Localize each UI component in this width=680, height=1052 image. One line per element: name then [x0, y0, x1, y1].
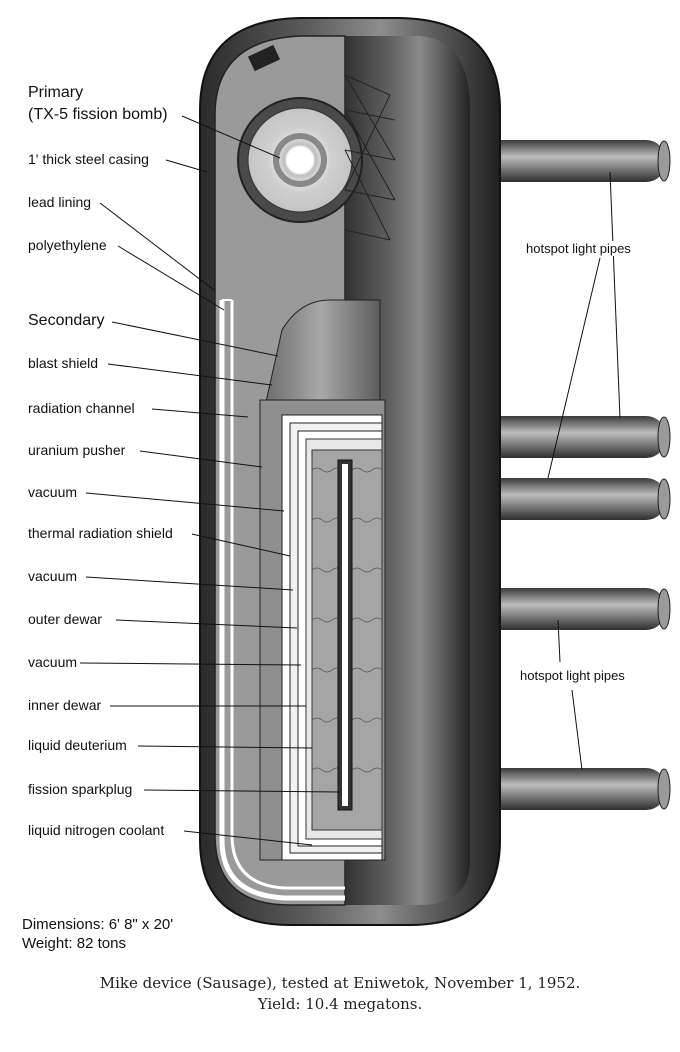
label-vacuum-2: vacuum	[28, 568, 78, 584]
label-primary: Primary	[28, 84, 84, 101]
label-inner-dewar: inner dewar	[28, 697, 102, 713]
label-radiation-channel: radiation channel	[28, 400, 135, 416]
label-thermal-radiation-shield: thermal radiation shield	[28, 525, 173, 541]
label-steel-casing: 1' thick steel casing	[28, 151, 149, 167]
light-pipe-5	[480, 768, 666, 810]
light-pipes	[480, 140, 671, 810]
label-outer-dewar: outer dewar	[28, 611, 102, 627]
secondary	[259, 299, 386, 861]
label-liquid-deuterium: liquid deuterium	[28, 737, 127, 753]
label-liquid-nitrogen-coolant: liquid nitrogen coolant	[28, 822, 165, 838]
leader-lines	[79, 115, 621, 846]
label-secondary: Secondary	[28, 312, 105, 329]
label-primary-sub: (TX-5 fission bomb)	[28, 106, 168, 123]
label-hotspot-pipes-upper: hotspot light pipes	[524, 241, 633, 256]
label-hotspot-pipes-lower: hotspot light pipes	[518, 668, 627, 683]
label-fission-sparkplug: fission sparkplug	[28, 781, 133, 797]
label-vacuum-3: vacuum	[28, 654, 78, 670]
label-blast-shield: blast shield	[28, 355, 99, 371]
caption-line-2: Yield: 10.4 megatons.	[257, 995, 423, 1013]
dimensions-text: Dimensions: 6' 8" x 20'	[22, 916, 174, 933]
label-lead-lining: lead lining	[28, 194, 92, 210]
light-pipe-1	[480, 140, 666, 182]
light-pipe-4	[480, 588, 666, 630]
caption-line-1: Mike device (Sausage), tested at Eniweto…	[99, 974, 581, 992]
light-pipe-3	[480, 478, 666, 520]
label-vacuum-1: vacuum	[28, 484, 78, 500]
label-uranium-pusher: uranium pusher	[28, 442, 126, 458]
primary-sphere	[237, 44, 396, 241]
weight-text: Weight: 82 tons	[22, 935, 126, 952]
light-pipe-2	[480, 416, 666, 458]
label-polyethylene: polyethylene	[28, 237, 107, 253]
